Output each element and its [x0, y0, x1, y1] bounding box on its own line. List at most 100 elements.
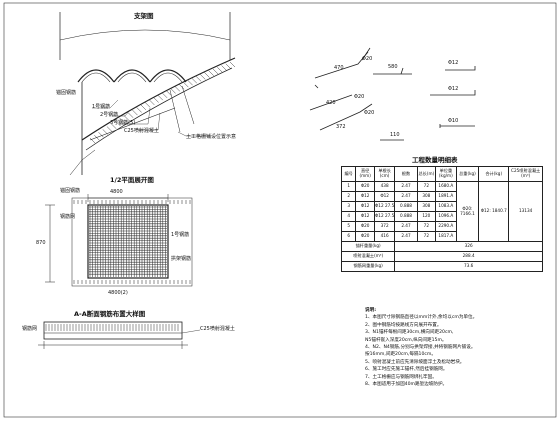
plan-mark: 钢筋网 [60, 214, 76, 220]
notes-block: 说明: 1、本图尺寸除钢筋直径以mm计外,余均以cm为单位。 2、图中钢筋均按路… [365, 307, 555, 388]
section-aa-title: A-A断面钢筋布置大样图 [74, 310, 146, 318]
slope-hatch-line [178, 84, 185, 90]
section-aa-mark: 钢筋网 [22, 326, 38, 332]
section-mark: C25喷射混凝土 [124, 128, 159, 134]
detail-label: 110 [390, 132, 400, 138]
slope-hatch-line [212, 68, 219, 75]
slope-hatch-line [221, 65, 227, 71]
merged-total-b: Φ12: 1840.7 [478, 181, 510, 242]
detail-label: Φ12 [448, 60, 459, 66]
slope-hatch-line [195, 76, 202, 82]
section-title: 支架图 [134, 12, 154, 20]
section-mark: 2号钢筋 [100, 112, 119, 118]
slope-hatch-line [161, 92, 168, 99]
slope-hatch-line [170, 88, 176, 94]
note-line: 6、施工时应先施工锚杆,然后挂钢筋网。 [365, 367, 448, 373]
section-view [59, 12, 236, 176]
plan-dim: 4800 [110, 189, 123, 195]
slope-hatch-line [144, 102, 151, 108]
slope-hatch-line [200, 74, 206, 80]
half-plan-grid [45, 194, 193, 287]
note-line: 5、喷射混凝土前应先清除坡面浮土及松动岩块。 [365, 359, 465, 365]
plan-mark: 锚固钢筋 [60, 188, 81, 194]
merged-concrete: 13134 [508, 181, 543, 242]
table-header-cell: C25喷射混凝土(m³) [508, 166, 543, 182]
table-row: 1 Φ20 438 2.47 72 1680.A Φ20: 7166.1 Φ12… [340, 181, 543, 242]
slope-hatch-line [149, 99, 155, 106]
detail-label: Φ20 [364, 110, 375, 116]
summary-row: 锚杆重量(kg) 326 [340, 241, 543, 252]
table-header-cell: 单根长(cm) [373, 166, 396, 182]
detail-label: Φ20 [362, 56, 373, 62]
table-header-cell: 总重(kg) [455, 166, 480, 182]
note-line: 4、N2、N4钢筋,分别与拱架焊接,并将钢筋网片铺设。 [365, 345, 476, 351]
table-header-cell: 合计(kg) [478, 166, 510, 182]
slope-hatch-line [153, 97, 159, 103]
detail-label: 470 [334, 65, 344, 71]
quantity-table: 编号 直径(mm) 单根长(cm) 根数 总长(m) 单位重(kg/m) 总重(… [340, 166, 543, 272]
slope-hatch-line [119, 117, 125, 124]
slope-hatch-line [132, 109, 138, 116]
slope-hatch-line [187, 79, 193, 86]
table-header-cell: 总长(m) [416, 166, 437, 182]
slope-hatch-line [136, 107, 142, 113]
half-plan-title: 1/2平面展开图 [110, 176, 154, 184]
sheet-frame [3, 2, 557, 418]
slope-hatch-line [166, 90, 172, 96]
plan-dense-rebar [73, 200, 191, 284]
slope-hatch-line [157, 94, 164, 101]
merged-total-a: Φ20: 7166.1 [455, 181, 480, 242]
table-header-cell: 根数 [394, 166, 418, 182]
detail-label: Φ12 [448, 86, 459, 92]
section-aa-view [38, 321, 201, 349]
slope-hatch-line [191, 78, 197, 84]
slope-hatch-line [217, 67, 223, 73]
plan-dim: 870 [36, 240, 46, 246]
slope-hatch-line [98, 132, 104, 138]
slope-hatch-line [106, 126, 113, 132]
table-header-cell: 编号 [340, 166, 357, 182]
slope-hatch-line [183, 81, 189, 88]
slope-hatch-line [128, 112, 134, 118]
section-mark: 1号钢筋 [92, 104, 111, 110]
slope-hatch-line [123, 115, 130, 121]
table-title: 工程数量明细表 [412, 156, 458, 164]
detail-label: 420 [326, 100, 336, 106]
detail-label: Φ10 [448, 118, 459, 124]
note-line: 2、图中钢筋均按路线方向展开布置。 [365, 322, 442, 328]
summary-row: 钢筋网重量(kg) 73.6 [340, 261, 543, 272]
section-aa-mark: C25喷射混凝土 [200, 326, 235, 332]
note-line: 8、本图适用于加固40m路堑边坡防护。 [365, 382, 448, 388]
plan-mark: 拱架钢筋 [171, 256, 192, 262]
section-mark: 锚固钢筋 [56, 90, 77, 96]
plan-dim: 4800(2) [108, 290, 128, 296]
slope-hatch-line [174, 86, 181, 92]
table-header-cell: 直径(mm) [355, 166, 375, 182]
section-leaders [92, 99, 210, 137]
section-hatch [89, 61, 236, 144]
plan-mark: 1号钢筋 [171, 232, 190, 238]
summary-row: 喷射混凝土(m³) 288.4 [340, 251, 543, 262]
note-line: N5锚杆嵌入深度20cm,纵向间距15m。 [365, 337, 447, 343]
table-header-row: 编号 直径(mm) 单根长(cm) 根数 总长(m) 单位重(kg/m) 总重(… [340, 166, 543, 182]
note-line: 按16mm,间距20cm,每隔10cm。 [365, 352, 436, 358]
table-header-cell: 单位重(kg/m) [435, 166, 457, 182]
slope-hatch-line [102, 129, 108, 135]
slope-hatch-line [89, 137, 96, 144]
slope-hatch-line [94, 134, 100, 141]
section-mark: 土工格栅铺设位置示意 [186, 134, 237, 140]
section-aa-rebar [45, 324, 179, 331]
notes-heading: 说明: [365, 308, 377, 313]
detail-label: Φ20 [354, 94, 365, 100]
slope-hatch-line [229, 61, 236, 68]
slope-hatch-line [111, 123, 117, 129]
note-line: 7、土工格栅应与钢筋网绑扎牢固。 [365, 374, 437, 380]
slope-hatch-line [140, 104, 147, 111]
detail-label: 580 [388, 64, 398, 70]
slope-hatch-line [208, 70, 214, 76]
note-line: 3、N1锚杆每根间距30cm,横向间距20cm, [365, 330, 454, 336]
